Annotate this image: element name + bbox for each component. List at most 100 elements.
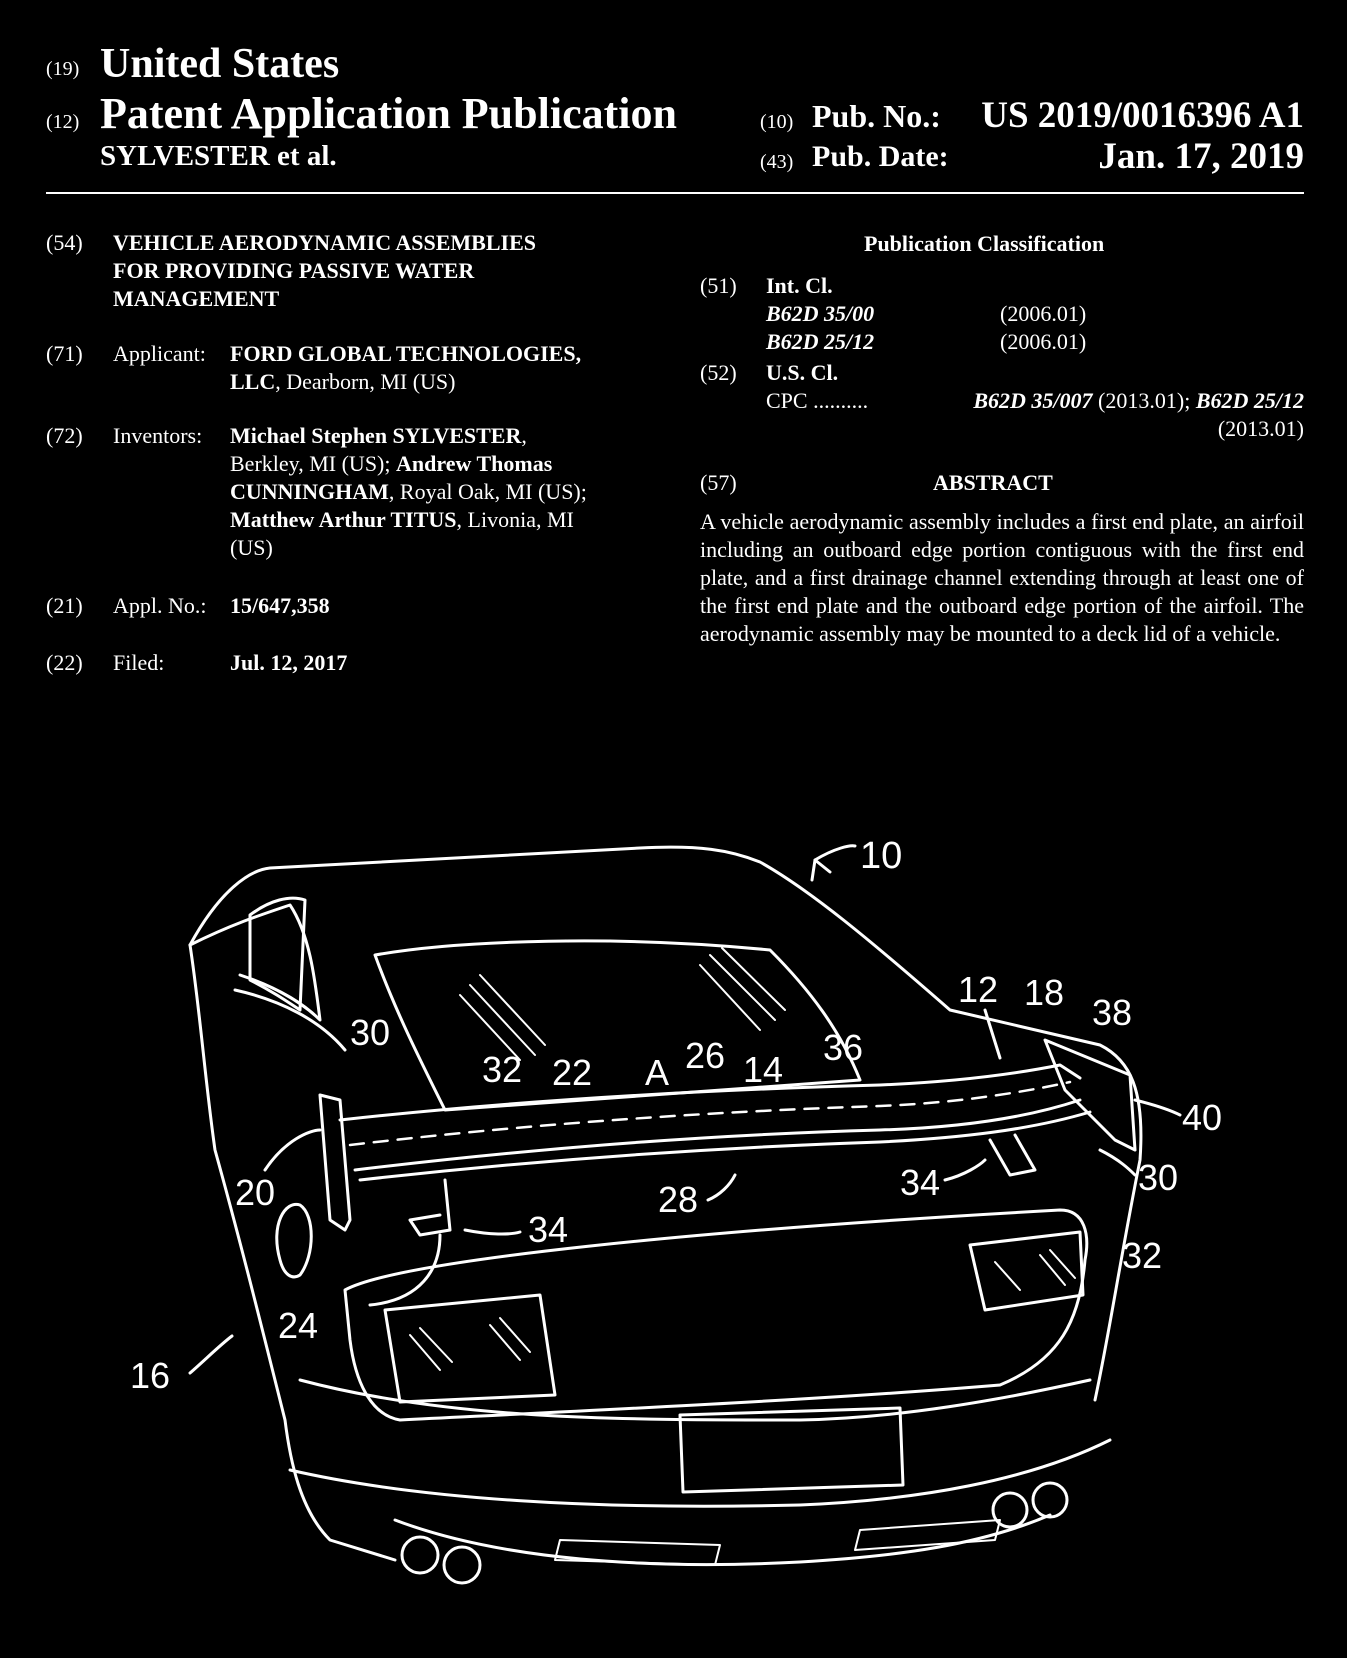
leader-40 (1133, 1098, 1182, 1117)
leader-12 (983, 1008, 1002, 1060)
cpc-line-1: B62D 35/007 (2013.01); B62D 25/12 (973, 388, 1304, 413)
window-glare-2 (699, 947, 786, 1031)
inid-code-71: (71) (46, 341, 83, 366)
stanchion-left (408, 1178, 452, 1237)
ref-18: 18 (1024, 972, 1064, 1013)
inid-code-10: (10) (760, 111, 794, 133)
pub-no-label: Pub. No.: (812, 98, 941, 134)
airfoil-front (353, 1098, 1082, 1172)
first-inventor: SYLVESTER et al. (100, 140, 337, 172)
inventors-label: Inventors: (113, 423, 203, 448)
applicant-name: FORD GLOBAL TECHNOLOGIES, (230, 341, 582, 366)
quarter-window (248, 896, 307, 1012)
title-line-3: MANAGEMENT (113, 286, 280, 311)
abstract-heading: ABSTRACT (933, 470, 1053, 495)
ref-40: 40 (1182, 1097, 1222, 1138)
exhaust-right-1 (991, 1491, 1029, 1529)
inventors-line-1: Michael Stephen SYLVESTER, (230, 423, 527, 448)
int-cl-code-2: B62D 25/12 (766, 329, 875, 354)
ref-28: 28 (658, 1179, 698, 1220)
inid-code-21: (21) (46, 593, 83, 618)
int-cl-code-1: B62D 35/00 (766, 301, 875, 326)
inid-code-54: (54) (46, 230, 83, 255)
ref-36: 36 (823, 1027, 863, 1068)
filed-date: Jul. 12, 2017 (230, 650, 348, 675)
drainage-channel (348, 1080, 1072, 1147)
end-plate-left (318, 1093, 352, 1232)
exhaust-left-1 (400, 1535, 440, 1575)
bumper-lower (288, 1438, 1112, 1508)
c-pillar-inner (233, 988, 347, 1052)
inid-code-22: (22) (46, 650, 83, 675)
inventors-line-2: Berkley, MI (US); Andrew Thomas (230, 451, 553, 476)
lamp-glare-right (994, 1249, 1076, 1291)
applicant-line-2: LLC, Dearborn, MI (US) (230, 369, 456, 394)
inid-code-57: (57) (700, 470, 737, 495)
leader-16 (188, 1334, 234, 1375)
lamp-glare-left (409, 1317, 531, 1371)
int-cl-version-1: (2006.01) (1000, 301, 1087, 326)
c-pillar-left (188, 903, 322, 1022)
ref-30a: 30 (350, 1012, 390, 1053)
license-plate (678, 1406, 905, 1494)
inid-code-19: (19) (46, 58, 80, 80)
exhaust-left-2 (442, 1545, 482, 1585)
inventors-line-5: (US) (230, 535, 273, 560)
ref-30b: 30 (1138, 1157, 1178, 1198)
ref-14: 14 (743, 1049, 783, 1090)
tail-lamp-left (383, 1293, 557, 1404)
title-line-2: FOR PROVIDING PASSIVE WATER (113, 258, 475, 283)
filed-label: Filed: (113, 650, 165, 675)
tail-lamp-right (968, 1230, 1085, 1312)
leader-28 (706, 1173, 737, 1202)
ref-20: 20 (235, 1172, 275, 1213)
int-cl-version-2: (2006.01) (1000, 329, 1087, 354)
stanchion-right (988, 1133, 1037, 1177)
leader-34b (943, 1158, 987, 1182)
ref-24: 24 (278, 1305, 318, 1346)
ref-10: 10 (860, 835, 902, 877)
ref-A: A (645, 1052, 669, 1093)
document-type: Patent Application Publication (100, 89, 677, 138)
ref-26: 26 (685, 1035, 725, 1076)
classification-heading: Publication Classification (864, 231, 1105, 256)
leader-10 (813, 844, 857, 862)
inid-code-51: (51) (700, 273, 737, 298)
rear-window (373, 939, 862, 1112)
exhaust-right-2 (1031, 1481, 1069, 1519)
ref-22: 22 (552, 1052, 592, 1093)
bumper-upper (298, 1378, 1092, 1422)
inid-code-72: (72) (46, 423, 83, 448)
pub-date-label: Pub. Date: (812, 140, 949, 173)
us-cl-label: U.S. Cl. (766, 360, 839, 385)
title-line-1: VEHICLE AERODYNAMIC ASSEMBLIES (113, 230, 536, 255)
diffuser (393, 1513, 1052, 1567)
airfoil-top (338, 1063, 1082, 1122)
ref-34b: 34 (900, 1162, 940, 1203)
roof-outline (188, 845, 1143, 1402)
abstract-text: A vehicle aerodynamic assembly includes … (700, 509, 1304, 646)
ref-32b: 32 (1122, 1235, 1162, 1276)
header-divider (46, 192, 1304, 194)
ref-38: 38 (1092, 992, 1132, 1033)
inventors-line-3: CUNNINGHAM, Royal Oak, MI (US); (230, 479, 587, 504)
applicant-label: Applicant: (113, 341, 206, 366)
ref-16: 16 (130, 1355, 170, 1396)
inid-code-52: (52) (700, 360, 737, 385)
inid-code-43: (43) (760, 151, 794, 173)
window-glare-1 (459, 974, 546, 1061)
pub-date: Jan. 17, 2019 (1098, 136, 1304, 177)
cpc-label: CPC .......... (766, 388, 869, 413)
ref-12: 12 (958, 969, 998, 1010)
diffuser-mesh (554, 1519, 1001, 1566)
reference-labels: 10 12 18 38 30 32 22 A 26 14 36 40 30 20… (130, 835, 1222, 1396)
inid-code-12: (12) (46, 111, 80, 133)
appl-no-label: Appl. No.: (113, 593, 207, 618)
leader-10-arrow (810, 858, 832, 882)
appl-no: 15/647,358 (230, 593, 330, 618)
leader-34a (463, 1228, 522, 1236)
leader-30b (1098, 1148, 1137, 1177)
int-cl-label: Int. Cl. (766, 273, 833, 298)
cpc-line-2: (2013.01) (1217, 416, 1304, 441)
